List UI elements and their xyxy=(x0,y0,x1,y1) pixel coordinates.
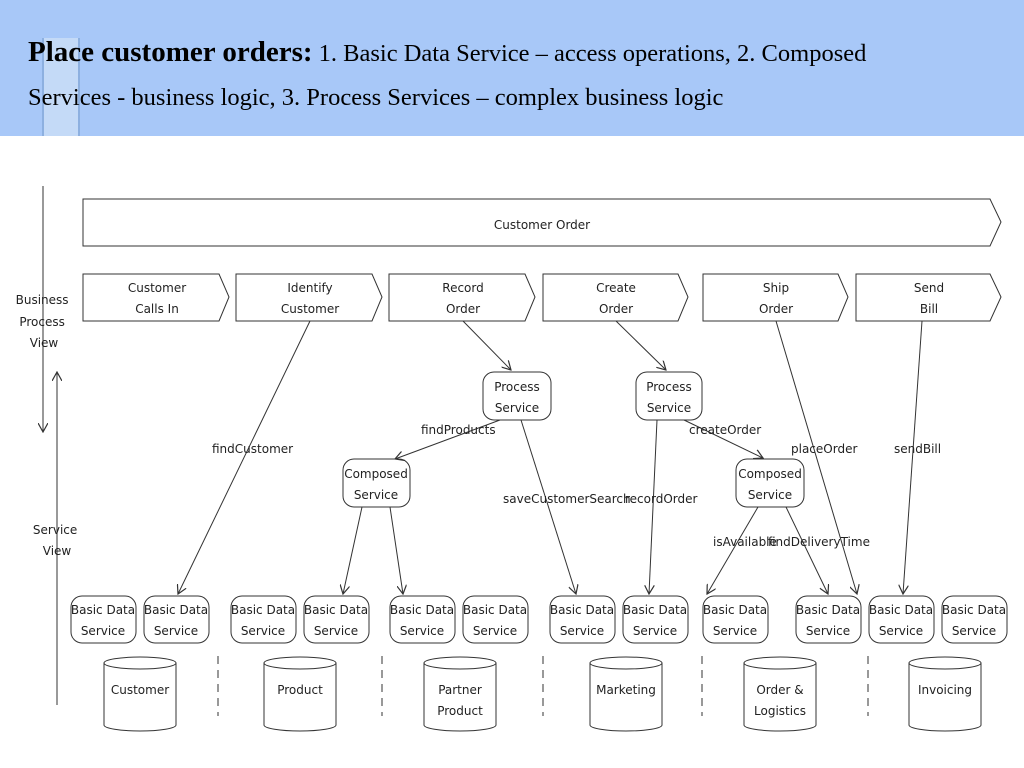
label-find-customer: findCustomer xyxy=(212,442,293,456)
banner-decoration xyxy=(42,38,80,136)
step-send-bill xyxy=(855,273,1002,322)
arrow-find-delivery-time xyxy=(785,506,828,594)
service-view-label: Service View xyxy=(33,523,81,558)
database-product-label: Product xyxy=(277,683,323,697)
arrow-record-order xyxy=(649,419,658,594)
connectors xyxy=(178,320,923,594)
database-customer-icon xyxy=(103,656,177,732)
label-is-available: isAvailable xyxy=(713,535,777,549)
composed-service-products xyxy=(342,458,411,508)
arrow-composed-to-basic-5 xyxy=(389,506,403,594)
database-product-icon xyxy=(263,656,337,732)
operation-labels: findCustomer findProducts saveCustomerSe… xyxy=(212,423,941,549)
basic-service-9 xyxy=(702,595,769,644)
arrow-create-to-process xyxy=(615,320,666,370)
basic-service-4 xyxy=(303,595,370,644)
step-identify-customer xyxy=(235,273,383,322)
title-banner xyxy=(0,0,1024,136)
basic-service-12 xyxy=(941,595,1008,644)
database-invoicing-icon xyxy=(908,656,982,732)
arrow-send-bill xyxy=(903,320,923,594)
database-marketing-label: Marketing xyxy=(596,683,656,697)
database-marketing-icon xyxy=(589,656,663,732)
database-customer-label: Customer xyxy=(111,683,169,697)
arrow-composed-to-basic-4 xyxy=(343,506,363,594)
label-send-bill: sendBill xyxy=(894,442,941,456)
basic-service-11 xyxy=(868,595,935,644)
basic-service-6 xyxy=(462,595,529,644)
slide-title: Place customer orders: 1. Basic Data Ser… xyxy=(28,30,1013,120)
process-service-record xyxy=(482,371,552,421)
label-find-products: findProducts xyxy=(421,423,496,437)
basic-service-5 xyxy=(389,595,456,644)
label-find-delivery-time: findDeliveryTime xyxy=(768,535,870,549)
step-customer-calls-in xyxy=(82,273,230,322)
business-view-label: Business Process View xyxy=(16,293,73,350)
customer-order-process xyxy=(82,198,1002,247)
step-create-order xyxy=(542,273,689,322)
customer-order-label: Customer Order xyxy=(494,218,590,232)
process-service-create xyxy=(635,371,703,421)
step-ship-order xyxy=(702,273,849,322)
arrow-create-order xyxy=(683,419,763,458)
label-save-customer-search: saveCustomerSearch xyxy=(503,492,631,506)
label-record-order: recordOrder xyxy=(625,492,698,506)
arrow-find-customer xyxy=(178,320,311,594)
database-invoicing-label: Invoicing xyxy=(918,683,972,697)
database-separators xyxy=(217,656,869,716)
view-axis: Business Process View Service View xyxy=(16,186,81,705)
arrow-find-products xyxy=(395,419,501,459)
arrow-is-available xyxy=(707,506,759,594)
composed-service-order xyxy=(735,458,805,508)
basic-service-1 xyxy=(70,595,137,644)
label-place-order: placeOrder xyxy=(791,442,857,456)
basic-service-3 xyxy=(230,595,297,644)
title-bold: Place customer orders: xyxy=(28,36,313,68)
database-order-logistics-label: Order &Logistics xyxy=(754,683,806,718)
arrow-record-to-process xyxy=(462,320,511,370)
basic-service-7 xyxy=(549,595,616,644)
label-create-order: createOrder xyxy=(689,423,761,437)
step-record-order xyxy=(388,273,536,322)
arrow-save-customer-search xyxy=(520,419,576,594)
basic-service-8 xyxy=(622,595,689,644)
arrow-place-order xyxy=(775,320,857,594)
title-line-1: 1. Basic Data Service – access operation… xyxy=(312,40,867,67)
basic-service-2 xyxy=(143,595,210,644)
database-order-logistics-icon xyxy=(743,656,817,732)
database-partner-product-icon xyxy=(423,656,497,732)
basic-service-10 xyxy=(795,595,862,644)
title-line-2: Services - business logic, 3. Process Se… xyxy=(28,84,724,111)
